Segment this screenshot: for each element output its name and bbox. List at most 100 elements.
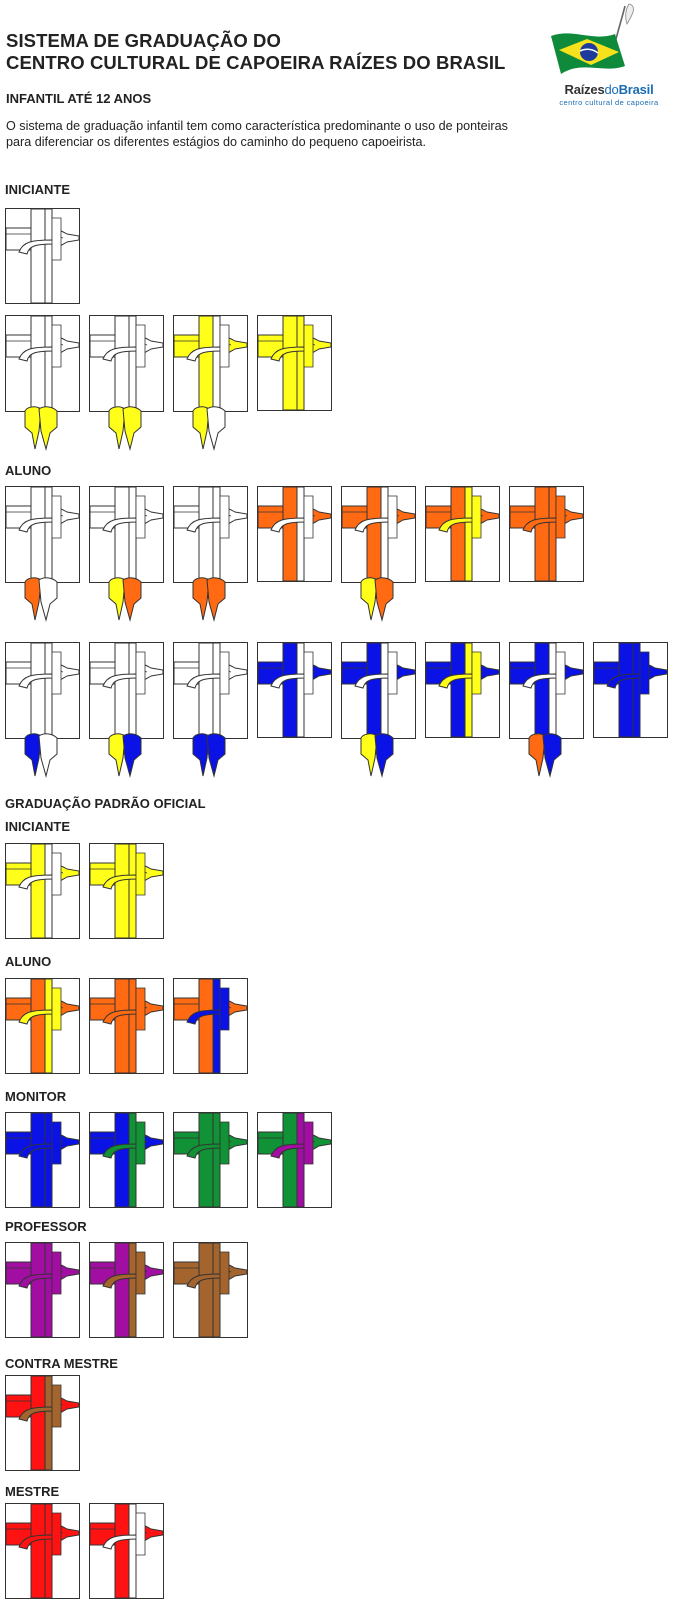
cord-knot-side — [51, 217, 62, 261]
cord-tip-left — [528, 733, 546, 777]
cord-knot-side — [303, 1121, 314, 1165]
cord-strand-b — [212, 1242, 221, 1338]
cord-strand-b — [296, 315, 305, 411]
section-professor: PROFESSOR — [5, 1219, 87, 1234]
cord-31 — [89, 1242, 164, 1338]
cord-13 — [5, 642, 80, 778]
cord-tip-left — [192, 577, 210, 621]
cord-strand-b — [296, 642, 305, 738]
cord-5 — [257, 315, 332, 411]
cord-6 — [5, 486, 80, 622]
section-monitor: MONITOR — [5, 1089, 67, 1104]
cord-strand-b — [296, 1112, 305, 1208]
cord-strand-a — [282, 642, 298, 738]
cord-35 — [89, 1503, 164, 1599]
cord-strand-b — [296, 486, 305, 582]
cord-tip-right — [206, 406, 226, 451]
cord-tip-left — [108, 406, 126, 450]
brazil-flag-icon — [551, 3, 634, 74]
intro-paragraph: O sistema de graduação infantil tem como… — [6, 119, 508, 149]
cord-strand-b — [632, 642, 641, 738]
cord-2 — [5, 315, 80, 451]
logo-name: RaízesdoBrasil — [564, 82, 654, 97]
cord-strand-a — [114, 1242, 130, 1338]
cord-strand-b — [44, 978, 53, 1074]
cord-strand-a — [198, 1242, 214, 1338]
cord-tip-left — [360, 577, 378, 621]
cord-strand-a — [30, 208, 46, 304]
cord-strand-b — [464, 642, 473, 738]
cord-tip-right — [374, 733, 394, 778]
cord-strand-a — [282, 486, 298, 582]
cord-knot-side — [219, 987, 230, 1031]
feather-icon — [625, 3, 634, 25]
cord-tip-right — [122, 406, 142, 451]
cord-knot-side — [471, 495, 482, 539]
cord-knot-side — [135, 651, 146, 695]
cord-knot-side — [135, 324, 146, 368]
cord-knot-side — [51, 1251, 62, 1295]
cord-3 — [89, 315, 164, 451]
section-oficial-iniciante: INICIANTE — [5, 819, 70, 834]
cord-strand-b — [128, 978, 137, 1074]
cord-11 — [425, 486, 500, 582]
cord-32 — [173, 1242, 248, 1338]
cord-strand-b — [44, 1375, 53, 1471]
cord-knot-side — [219, 495, 230, 539]
cord-28 — [173, 1112, 248, 1208]
cord-knot-side — [51, 987, 62, 1031]
cord-strand-a — [114, 843, 130, 939]
cord-knot-side — [219, 651, 230, 695]
cord-19 — [509, 642, 584, 778]
subtitle-infantil: INFANTIL ATÉ 12 ANOS — [6, 91, 152, 106]
cord-9 — [257, 486, 332, 582]
title-line-1: SISTEMA DE GRADUAÇÃO DO — [6, 30, 282, 51]
cord-18 — [425, 642, 500, 738]
cord-tip-right — [206, 733, 226, 778]
cord-strand-b — [44, 1242, 53, 1338]
cord-30 — [5, 1242, 80, 1338]
cord-knot-side — [219, 1121, 230, 1165]
cord-strand-a — [282, 1112, 298, 1208]
cord-knot-side — [51, 852, 62, 896]
cord-tip-right — [122, 577, 142, 622]
cord-knot-side — [51, 1512, 62, 1556]
raizes-do-brasil-logo: RaízesdoBrasil centro cultural de capoei… — [545, 2, 673, 110]
cord-knot-side — [51, 324, 62, 368]
cord-strand-a — [450, 486, 466, 582]
cord-knot-side — [135, 1121, 146, 1165]
cord-1 — [5, 208, 80, 304]
cord-strand-a — [618, 642, 634, 738]
cord-strand-a — [114, 1503, 130, 1599]
cord-knot-side — [135, 1251, 146, 1295]
cord-10 — [341, 486, 416, 622]
cord-strand-b — [44, 843, 53, 939]
title-line-2: CENTRO CULTURAL DE CAPOEIRA RAÍZES DO BR… — [6, 52, 506, 73]
cord-12 — [509, 486, 584, 582]
cord-strand-a — [30, 843, 46, 939]
cord-34 — [5, 1503, 80, 1599]
cord-16 — [257, 642, 332, 738]
cord-24 — [89, 978, 164, 1074]
cord-strand-b — [44, 208, 53, 304]
section-infantil-iniciante: INICIANTE — [5, 182, 70, 197]
cord-29 — [257, 1112, 332, 1208]
cord-7 — [89, 486, 164, 622]
cord-tip-right — [38, 406, 58, 451]
section-graduacao-oficial: GRADUAÇÃO PADRÃO OFICIAL — [5, 796, 206, 811]
cord-strand-b — [212, 978, 221, 1074]
cord-23 — [5, 978, 80, 1074]
cord-strand-a — [198, 1112, 214, 1208]
cord-33 — [5, 1375, 80, 1471]
cord-25 — [173, 978, 248, 1074]
cord-knot-side — [471, 651, 482, 695]
cord-knot-side — [135, 987, 146, 1031]
cord-knot-side — [303, 651, 314, 695]
cord-knot-side — [51, 651, 62, 695]
cord-knot-side — [51, 495, 62, 539]
cord-strand-b — [212, 1112, 221, 1208]
cord-knot-side — [555, 495, 566, 539]
cord-17 — [341, 642, 416, 778]
cord-tip-left — [24, 406, 42, 450]
cord-knot-side — [135, 852, 146, 896]
